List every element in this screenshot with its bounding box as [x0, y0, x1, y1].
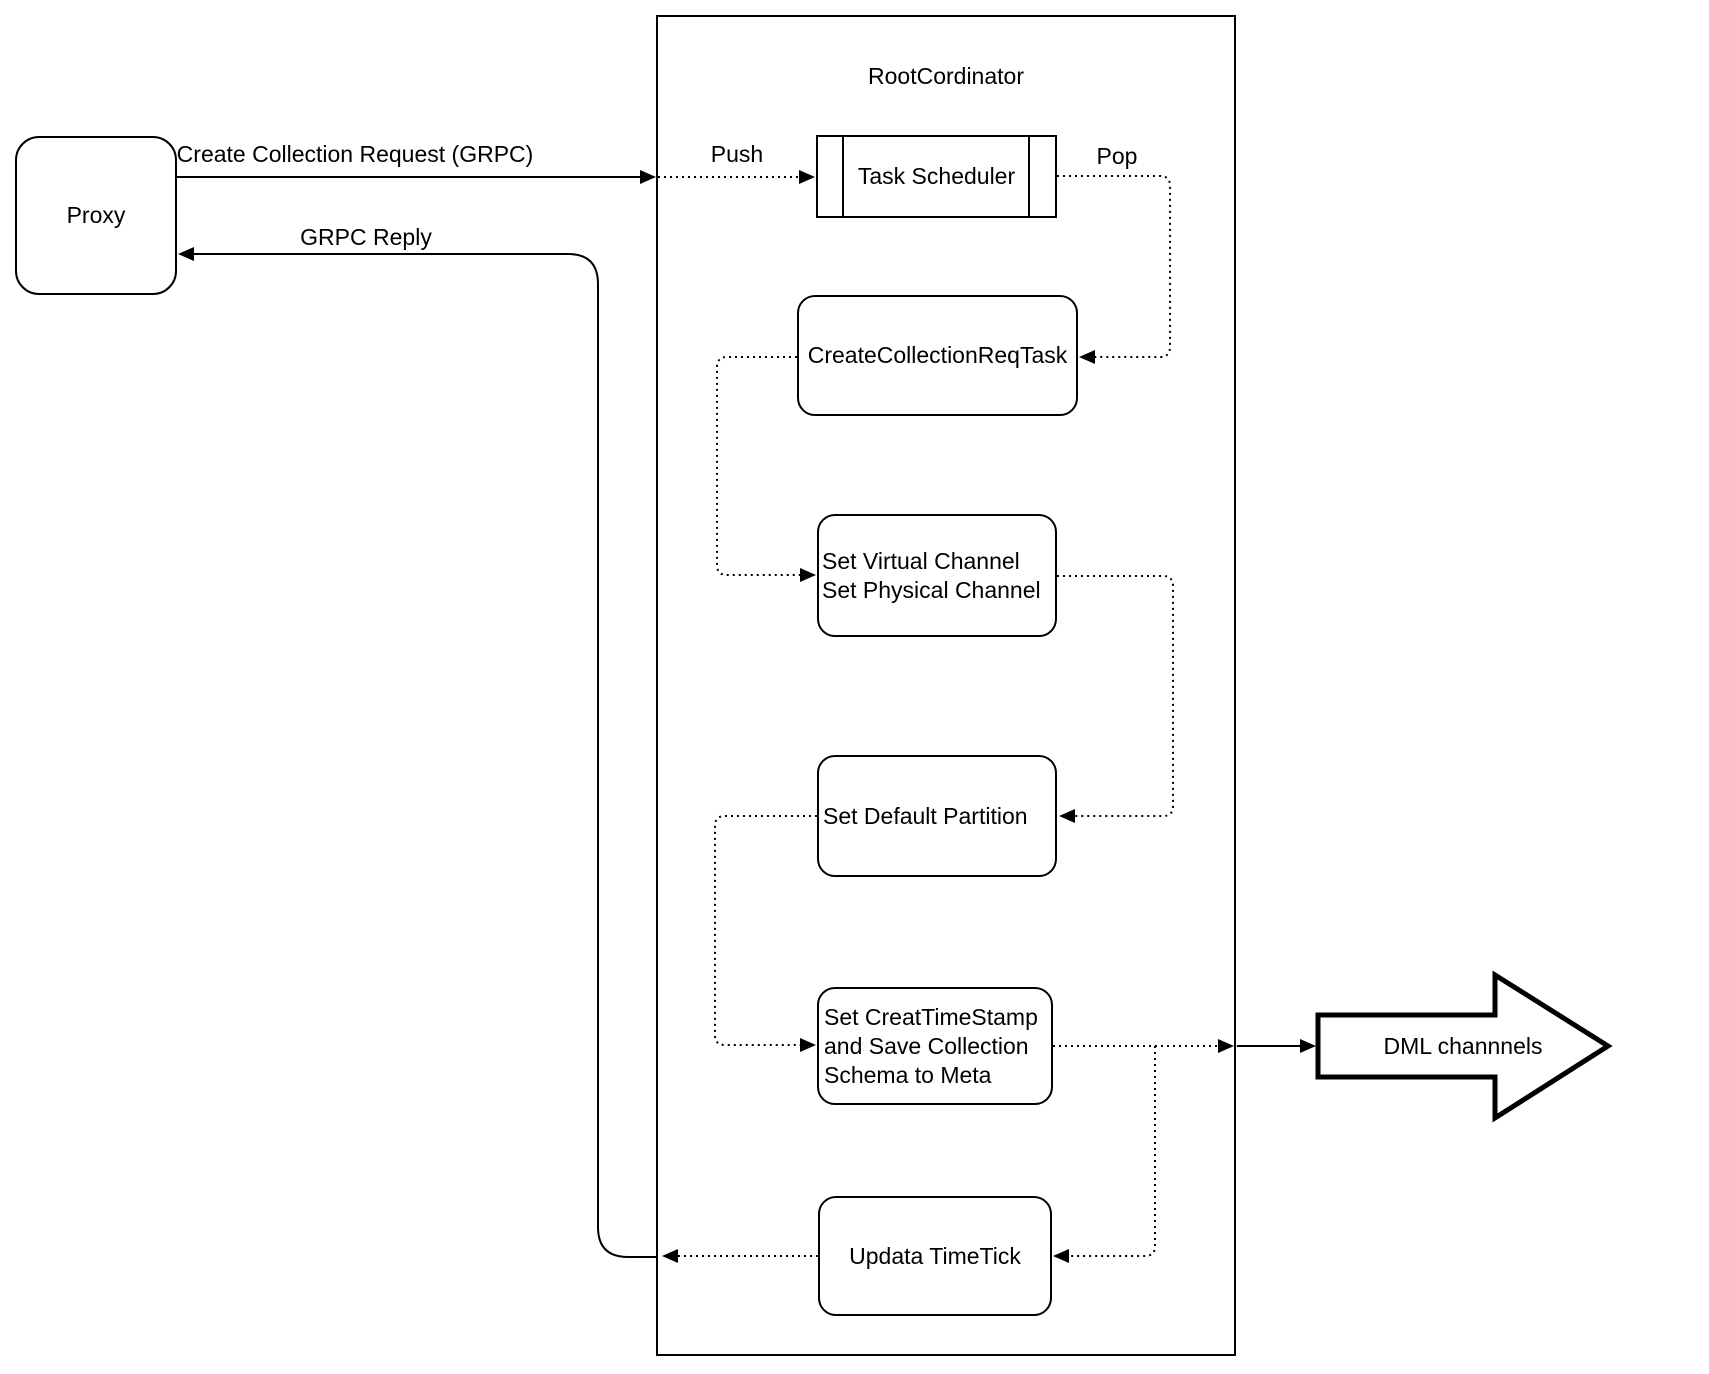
task-scheduler-left-bar: [842, 137, 844, 216]
node-set-creat-timestamp: Set CreatTimeStamp and Save Collection S…: [817, 987, 1053, 1105]
node-set-channels-label: Set Virtual Channel Set Physical Channel: [822, 547, 1041, 603]
node-task-scheduler: Task Scheduler: [816, 135, 1057, 218]
root-coordinator-title: RootCordinator: [868, 63, 1024, 89]
node-proxy: Proxy: [15, 136, 177, 295]
node-set-default-partition: Set Default Partition: [817, 755, 1057, 877]
node-create-collection-req-task: CreateCollectionReqTask: [797, 295, 1078, 416]
node-updata-timetick-label: Updata TimeTick: [849, 1242, 1021, 1269]
node-updata-timetick: Updata TimeTick: [818, 1196, 1052, 1316]
label-pop: Pop: [1096, 143, 1138, 169]
node-create-collection-req-task-label: CreateCollectionReqTask: [807, 342, 1068, 368]
node-set-channels: Set Virtual Channel Set Physical Channel: [817, 514, 1057, 637]
task-scheduler-right-bar: [1028, 137, 1030, 216]
label-grpc-reply: GRPC Reply: [300, 224, 432, 250]
arrowhead-border-to-dml: [1300, 1039, 1316, 1053]
edge-grpc-reply: [194, 253, 656, 1258]
root-coordinator-container: [656, 15, 1236, 1356]
node-task-scheduler-label: Task Scheduler: [857, 163, 1016, 189]
label-create-collection-request: Create Collection Request (GRPC): [176, 141, 534, 167]
node-proxy-label: Proxy: [66, 202, 126, 228]
label-dml-channels: DML channnels: [1383, 1033, 1543, 1059]
arrowhead-grpc-reply: [178, 247, 194, 261]
label-push: Push: [710, 141, 764, 167]
node-set-creat-timestamp-label: Set CreatTimeStamp and Save Collection S…: [824, 1003, 1038, 1088]
arrowhead-create-collection-request: [640, 170, 656, 184]
node-set-default-partition-label: Set Default Partition: [823, 802, 1028, 829]
